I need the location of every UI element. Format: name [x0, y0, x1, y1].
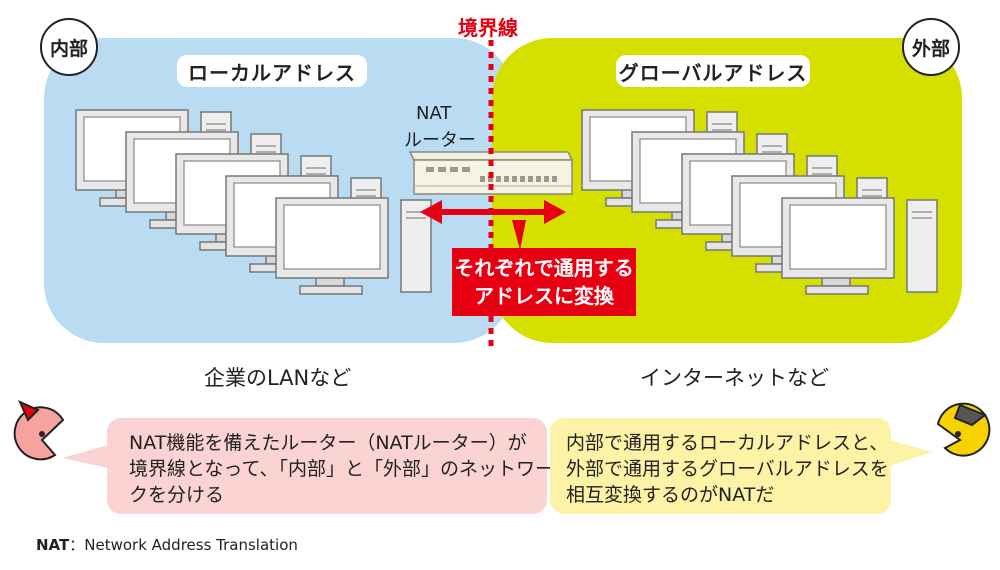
left-speech-bubble: NAT機能を備えたルーター（NATルーター）が 境界線となって、「内部」と「外部…: [107, 418, 555, 514]
translation-arrow: [420, 200, 566, 250]
right-bubble-line: 相互変換するのがNATだ: [566, 484, 775, 506]
router-label-line1: NAT: [416, 103, 452, 124]
left-bubble-line: 境界線となって、「内部」と「外部」のネットワー: [129, 458, 555, 480]
local-computer-stack: [75, 109, 432, 295]
conversion-callout: それぞれで通用する アドレスに変換: [452, 248, 636, 316]
footnote: NAT：Network Address Translation: [36, 534, 298, 555]
callout-line2: アドレスに変換: [474, 284, 614, 308]
left-bubble-line: NAT機能を備えたルーター（NATルーター）が: [129, 432, 527, 454]
outside-badge: 外部: [902, 18, 960, 76]
boundary-label: 境界線: [458, 16, 518, 40]
inside-caption: 企業のLANなど: [204, 366, 352, 390]
outside-caption: インターネットなど: [640, 366, 829, 390]
left-bubble-line: クを分ける: [129, 484, 225, 506]
bubble-left-tail: [62, 445, 108, 468]
footnote-separator: ：: [69, 536, 85, 554]
right-bubble-line: 内部で通用するローカルアドレスと、: [566, 432, 889, 454]
global-address-label: グローバルアドレス: [616, 55, 810, 87]
global-computer-stack: [581, 109, 938, 295]
bubble-right-tail: [890, 440, 932, 466]
inside-badge: 内部: [40, 18, 98, 76]
right-bubble-line: 外部で通用するグローバルアドレスを: [566, 458, 889, 480]
yellow-character-icon: [936, 402, 991, 457]
pink-character-icon: [13, 400, 65, 461]
footnote-text: Network Address Translation: [84, 536, 298, 554]
computer-icon: [781, 197, 938, 295]
footnote-term: NAT: [36, 536, 70, 554]
router-label-line2: ルーター: [404, 130, 476, 151]
callout-line1: それぞれで通用する: [454, 256, 634, 280]
computer-icon: [275, 197, 432, 295]
right-speech-bubble: 内部で通用するローカルアドレスと、 外部で通用するグローバルアドレスを 相互変換…: [550, 418, 891, 514]
local-address-label: ローカルアドレス: [177, 55, 367, 87]
